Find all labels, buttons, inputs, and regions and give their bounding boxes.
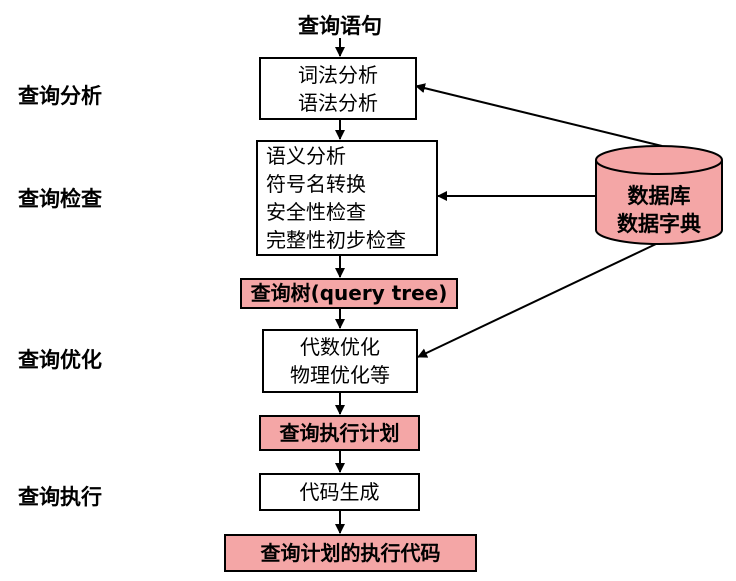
integrity-check-text: 完整性初步检查 bbox=[266, 228, 406, 252]
syntax-analysis-text: 语法分析 bbox=[298, 91, 378, 115]
execution-plan-box: 查询执行计划 bbox=[259, 415, 420, 451]
database-text: 数据库 bbox=[627, 184, 691, 208]
semantic-check-box: 语义分析 符号名转换 安全性检查 完整性初步检查 bbox=[256, 140, 438, 256]
stage-label-execute: 查询执行 bbox=[18, 485, 102, 509]
security-check-text: 安全性检查 bbox=[266, 200, 366, 224]
lexical-analysis-text: 词法分析 bbox=[298, 63, 378, 87]
semantic-analysis-text: 语义分析 bbox=[266, 144, 346, 168]
database-label: 数据库 数据字典 bbox=[596, 182, 722, 238]
stage-label-check: 查询检查 bbox=[18, 187, 102, 211]
optimization-box: 代数优化 物理优化等 bbox=[262, 329, 418, 393]
lexical-syntax-box: 词法分析 语法分析 bbox=[259, 57, 417, 120]
arrow-db-to-lexical bbox=[415, 83, 663, 147]
execution-code-box: 查询计划的执行代码 bbox=[224, 534, 477, 572]
physical-optimization-text: 物理优化等 bbox=[290, 363, 390, 387]
code-generation-box: 代码生成 bbox=[259, 473, 420, 511]
symbol-conversion-text: 符号名转换 bbox=[266, 172, 366, 196]
query-tree-box: 查询树(query tree) bbox=[240, 278, 458, 309]
arrow-db-to-optimization bbox=[417, 243, 657, 358]
algebraic-optimization-text: 代数优化 bbox=[300, 335, 380, 359]
stage-label-analysis: 查询分析 bbox=[18, 84, 102, 108]
stage-label-optimize: 查询优化 bbox=[18, 348, 102, 372]
database-cylinder bbox=[595, 145, 723, 245]
query-statement-title: 查询语句 bbox=[298, 14, 382, 38]
data-dictionary-text: 数据字典 bbox=[617, 212, 701, 236]
